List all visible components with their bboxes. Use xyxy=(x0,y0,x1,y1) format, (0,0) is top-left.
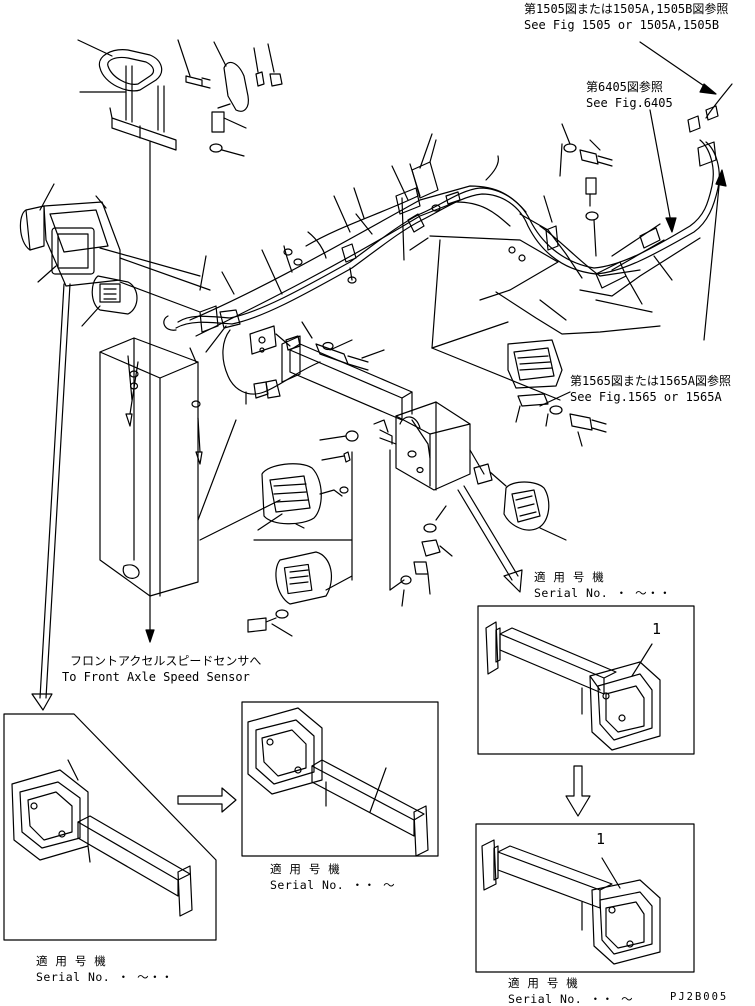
bracket-variant-middle xyxy=(248,708,428,856)
ref-6405-en: See Fig.6405 xyxy=(586,96,673,110)
front-work-lamp xyxy=(258,464,348,530)
bracket-variant-lower-left xyxy=(12,760,192,916)
ref-1565-ja: 第1565図または1565A図参照 xyxy=(570,374,732,388)
frame-outline xyxy=(190,140,700,348)
right-fasteners xyxy=(562,124,612,256)
upper-work-lamp xyxy=(432,322,606,446)
ref-1565-en: See Fig.1565 or 1565A xyxy=(570,390,722,404)
right-lamp-box xyxy=(396,402,506,490)
ref-1505-en: See Fig 1505 or 1505A,1505B xyxy=(524,18,720,32)
serial-ja-lower-left: 適 用 号 機 xyxy=(36,954,107,968)
serial-en-lower-right: Serial No. ・・ 〜 xyxy=(508,992,634,1006)
sensor-label-ja: フロントアクセルスピードセンサへ xyxy=(70,654,262,668)
rear-work-lamp-right xyxy=(504,482,566,540)
bracket-variant-upper-right xyxy=(486,622,660,750)
harness-clips xyxy=(200,84,732,398)
main-box-frame xyxy=(100,338,202,596)
serial-ja-upper-right: 適 用 号 機 xyxy=(534,570,605,584)
mirror-bracket-assembly xyxy=(78,40,176,150)
drawing-code: PJ2B005 xyxy=(670,991,729,1003)
center-small-parts xyxy=(320,420,452,606)
assembly-lines xyxy=(190,134,562,540)
left-lamp-housing xyxy=(20,184,210,326)
ref-1505-ja: 第1505図または1505A,1505B図参照 xyxy=(524,2,729,16)
bracket-variant-lower-right xyxy=(482,840,660,964)
serial-en-lower-left: Serial No. ・ 〜・・ xyxy=(36,970,174,984)
wiring-harness xyxy=(164,140,719,404)
serial-en-middle: Serial No. ・・ 〜 xyxy=(270,878,396,892)
variant-frames xyxy=(4,606,694,972)
sensor-label-en: To Front Axle Speed Sensor xyxy=(62,670,250,684)
item-number-upper-right: 1 xyxy=(652,620,662,638)
item-number-lower-right: 1 xyxy=(596,830,606,848)
ref-6405-ja: 第6405図参照 xyxy=(586,80,663,94)
lower-rear-lamp xyxy=(248,552,352,636)
reference-arrows xyxy=(32,42,726,710)
serial-ja-lower-right: 適 用 号 機 xyxy=(508,976,579,990)
serial-en-upper-right: Serial No. ・ 〜・・ xyxy=(534,586,672,600)
top-fasteners xyxy=(178,40,282,156)
serial-ja-middle: 適 用 号 機 xyxy=(270,862,341,876)
